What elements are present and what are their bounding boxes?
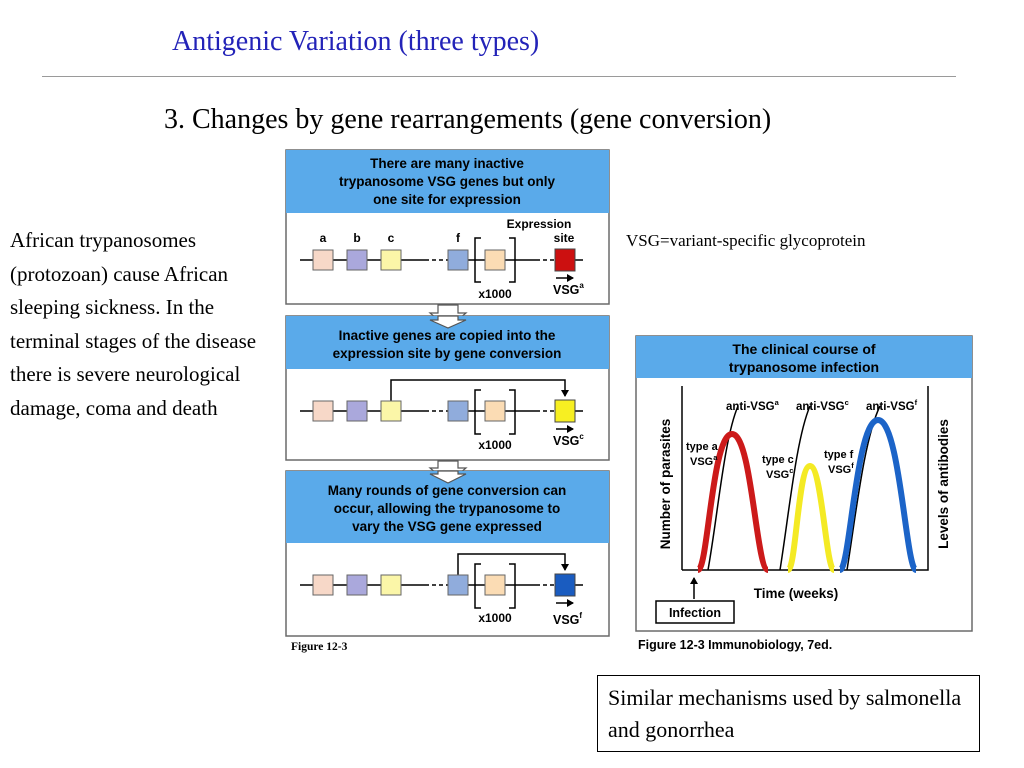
panel-3-header-line-2: occur, allowing the trypanosome to <box>334 501 561 516</box>
parasite-wave-f <box>837 416 919 573</box>
multiplier-2: x1000 <box>478 438 512 452</box>
multiplier-1: x1000 <box>478 287 512 301</box>
antibody-curve-c <box>779 405 811 571</box>
type-a-label: type a <box>686 441 719 453</box>
slide-title: Antigenic Variation (three types) <box>172 26 540 57</box>
expression-site-box-f <box>554 573 576 597</box>
gene-box-b <box>346 249 368 271</box>
anti-vsg-a-label: anti-VSGa <box>726 398 780 413</box>
gene-box-c <box>380 574 402 596</box>
panel-3-header-line-3: vary the VSG gene expressed <box>352 519 542 534</box>
gene-box-b <box>346 400 368 422</box>
slide-subtitle: 3. Changes by gene rearrangements (gene … <box>164 104 772 135</box>
gene-box-x <box>484 400 506 422</box>
clinical-header-line-1: The clinical course of <box>732 341 875 357</box>
gene-box-x <box>484 574 506 596</box>
expression-label-2: site <box>554 231 575 245</box>
gene-box-a <box>312 400 334 422</box>
title-divider <box>42 76 956 77</box>
y-left-axis-label: Number of parasites <box>658 419 673 550</box>
multiplier-3: x1000 <box>478 611 512 625</box>
vsg-f-label: VSGf <box>553 611 582 627</box>
panel-2-header-line-2: expression site by gene conversion <box>333 346 562 361</box>
gene-box-f <box>447 574 469 596</box>
panel-1-header-line-3: one site for expression <box>373 192 521 207</box>
type-a-vsg-label: VSGa <box>690 453 718 468</box>
gene-box-a <box>312 574 334 596</box>
gene-label-b: b <box>353 231 360 245</box>
vsg-definition: VSG=variant-specific glycoprotein <box>626 231 866 250</box>
type-f-label: type f <box>824 449 854 461</box>
panel-1-header-line-1: There are many inactive <box>370 156 524 171</box>
antibody-curve-a <box>707 405 739 571</box>
right-figure-caption: Figure 12-3 Immunobiology, 7ed. <box>638 638 832 652</box>
gene-box-x <box>484 249 506 271</box>
anti-vsg-c-label: anti-VSGc <box>796 398 849 413</box>
gene-box-c <box>380 400 402 422</box>
gene-box-b <box>346 574 368 596</box>
expression-site-box-a <box>554 248 576 272</box>
clinical-header-line-2: trypanosome infection <box>729 359 879 375</box>
gene-conversion-figure: There are many inactive trypanosome VSG … <box>285 149 610 653</box>
conversion-arrow-f <box>457 553 569 575</box>
similar-mechanisms-box: Similar mechanisms used by salmonella an… <box>597 675 980 752</box>
clinical-course-figure: The clinical course of trypanosome infec… <box>635 335 973 652</box>
gene-box-f <box>447 249 469 271</box>
panel-1-header <box>286 150 609 213</box>
gene-label-f: f <box>456 231 461 245</box>
expression-site-box-c <box>554 399 576 423</box>
gene-box-c <box>380 249 402 271</box>
clinical-panel-header <box>636 336 972 378</box>
gene-box-a <box>312 249 334 271</box>
vsg-c-label: VSGc <box>553 432 584 448</box>
description-text: African trypanosomes (protozoan) cause A… <box>10 228 257 420</box>
infection-label: Infection <box>669 606 721 620</box>
infection-box <box>655 600 735 624</box>
panel-1-header-line-2: trypanosome VSG genes but only <box>339 174 556 189</box>
conversion-arrow-c <box>390 379 569 401</box>
expression-label-1: Expression <box>507 217 572 231</box>
type-c-vsg-label: VSGc <box>766 466 793 481</box>
left-figure-caption: Figure 12-3 <box>291 641 348 653</box>
panel-3-header-line-1: Many rounds of gene conversion can <box>328 483 567 498</box>
gene-label-a: a <box>320 231 327 245</box>
type-f-vsg-label: VSGf <box>828 461 854 476</box>
gene-label-c: c <box>388 231 395 245</box>
panel-2-header-line-1: Inactive genes are copied into the <box>339 328 556 343</box>
parasite-wave-a <box>695 430 771 573</box>
parasite-wave-c <box>785 462 837 573</box>
anti-vsg-f-label: anti-VSGf <box>866 398 918 413</box>
vsg-a-label: VSGa <box>553 281 584 297</box>
y-right-axis-label: Levels of antibodies <box>936 419 951 549</box>
x-axis-label: Time (weeks) <box>754 586 839 601</box>
gene-box-f <box>447 400 469 422</box>
type-c-label: type c <box>762 454 794 466</box>
